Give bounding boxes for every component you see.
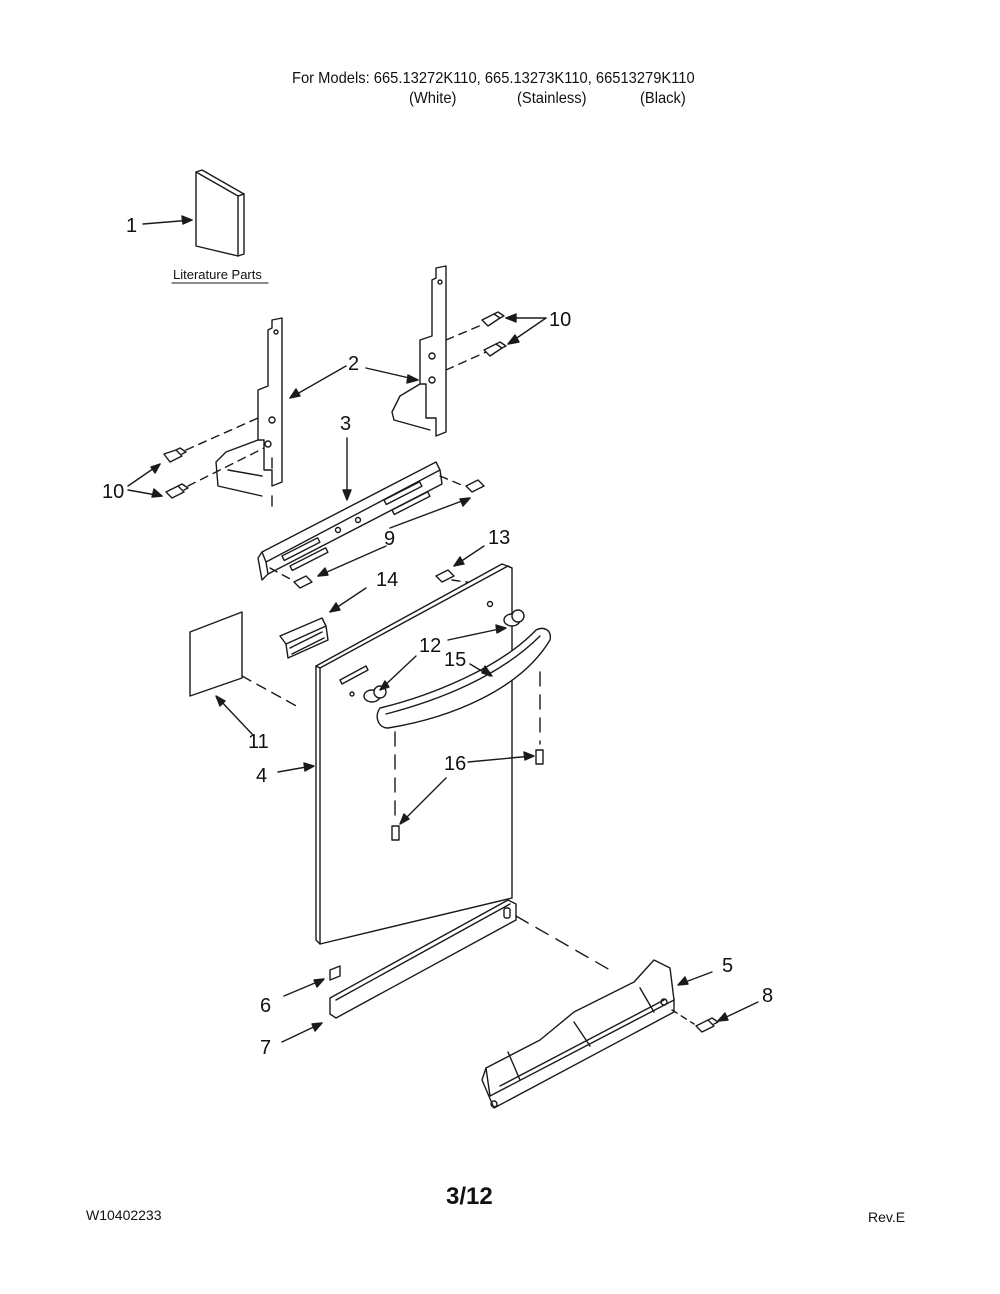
callout-10-left: 10 bbox=[102, 481, 124, 503]
screw-9-upper bbox=[465, 479, 485, 493]
callout-12: 12 bbox=[419, 635, 441, 657]
screw-10-left-upper bbox=[163, 447, 187, 463]
bumper-12-left bbox=[363, 685, 387, 703]
finish-white: (White) bbox=[409, 90, 457, 107]
callout-7: 7 bbox=[260, 1037, 271, 1059]
screw-16-left bbox=[391, 825, 400, 841]
literature-booklet bbox=[195, 169, 245, 257]
callout-15: 15 bbox=[444, 649, 466, 671]
callout-8: 8 bbox=[762, 985, 773, 1007]
callout-3: 3 bbox=[340, 413, 351, 435]
screw-10-left-lower bbox=[165, 483, 189, 499]
literature-label: Literature Parts bbox=[173, 267, 262, 282]
hinge-bracket-right bbox=[391, 265, 447, 437]
callout-13: 13 bbox=[488, 527, 510, 549]
callout-14: 14 bbox=[376, 569, 398, 591]
vent-14 bbox=[279, 617, 329, 659]
hinge-bracket-left bbox=[215, 317, 283, 507]
revision: Rev.E bbox=[868, 1209, 906, 1225]
insulation-pad-11 bbox=[189, 611, 243, 697]
callout-10-right: 10 bbox=[549, 309, 571, 331]
toe-bracket-5 bbox=[481, 959, 675, 1109]
callout-9: 9 bbox=[384, 528, 395, 550]
door-handle-15 bbox=[376, 627, 551, 729]
callout-5: 5 bbox=[722, 955, 733, 977]
models-line: For Models: 665.13272K110, 665.13273K110… bbox=[292, 70, 695, 87]
callout-6: 6 bbox=[260, 995, 271, 1017]
door-panel-4 bbox=[315, 563, 513, 945]
arrow-1 bbox=[181, 215, 193, 225]
doc-number: W10402233 bbox=[86, 1207, 162, 1223]
bumper-12-right bbox=[503, 609, 525, 627]
callout-2: 2 bbox=[348, 353, 359, 375]
finish-black: (Black) bbox=[640, 90, 686, 107]
screw-10-lower bbox=[483, 341, 507, 357]
callout-4: 4 bbox=[256, 765, 267, 787]
callout-16: 16 bbox=[444, 753, 466, 775]
callout-11: 11 bbox=[248, 731, 269, 753]
clip-6 bbox=[329, 965, 341, 981]
page-number: 3/12 bbox=[446, 1183, 493, 1210]
leader-2a bbox=[289, 365, 347, 399]
finish-stainless: (Stainless) bbox=[517, 90, 587, 107]
screw-16-right bbox=[535, 749, 544, 765]
screw-13 bbox=[435, 569, 455, 583]
screw-9-lower bbox=[293, 575, 313, 589]
screw-8 bbox=[695, 1017, 719, 1033]
screw-10-upper bbox=[481, 311, 505, 327]
mounting-rail bbox=[257, 461, 443, 581]
kick-plate-7 bbox=[329, 899, 517, 1019]
callout-1: 1 bbox=[126, 215, 137, 237]
